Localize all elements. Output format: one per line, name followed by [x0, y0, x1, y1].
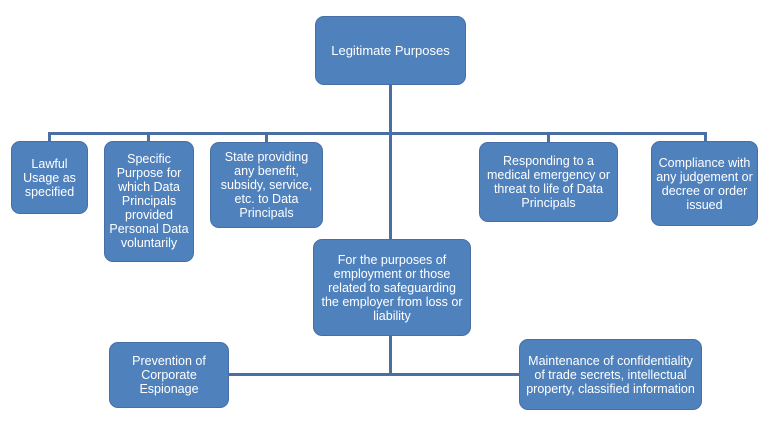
box-confidentiality: Maintenance of confidentiality of trade …: [519, 339, 702, 410]
corporate-espionage-label: Prevention of Corporate Espionage: [132, 354, 206, 396]
box-medical-emergency: Responding to a medical emergency or thr…: [479, 142, 618, 222]
box-specific-purpose: Specific Purpose for which Data Principa…: [104, 141, 194, 262]
compliance-label: Compliance with any judgement or decree …: [656, 155, 753, 212]
bottom-bus-connector: [229, 373, 520, 376]
employment-trunk-connector: [389, 336, 392, 376]
box-employment: For the purposes of employment or those …: [313, 239, 471, 336]
stub-medical-emergency: [547, 132, 550, 142]
state-benefit-label: State providing any benefit, subsidy, se…: [220, 150, 313, 220]
stub-specific-purpose: [147, 132, 150, 141]
confidentiality-label: Maintenance of confidentiality of trade …: [526, 353, 695, 396]
stub-state-benefit: [265, 132, 268, 143]
employment-label: For the purposes of employment or those …: [321, 252, 463, 323]
lawful-usage-label: Lawful Usage as specified: [23, 156, 76, 199]
specific-purpose-label: Specific Purpose for which Data Principa…: [109, 151, 189, 250]
root-box-legitimate-purposes: Legitimate Purposes: [315, 16, 466, 85]
box-compliance: Compliance with any judgement or decree …: [651, 141, 758, 226]
medical-emergency-label: Responding to a medical emergency or thr…: [487, 154, 610, 210]
top-bus-connector: [48, 132, 707, 135]
root-label: Legitimate Purposes: [331, 42, 450, 58]
stub-lawful-usage: [48, 132, 51, 141]
stub-compliance: [704, 132, 707, 142]
root-trunk-connector: [389, 84, 392, 240]
box-state-benefit: State providing any benefit, subsidy, se…: [210, 142, 323, 228]
box-corporate-espionage: Prevention of Corporate Espionage: [109, 342, 229, 408]
box-lawful-usage: Lawful Usage as specified: [11, 141, 88, 214]
